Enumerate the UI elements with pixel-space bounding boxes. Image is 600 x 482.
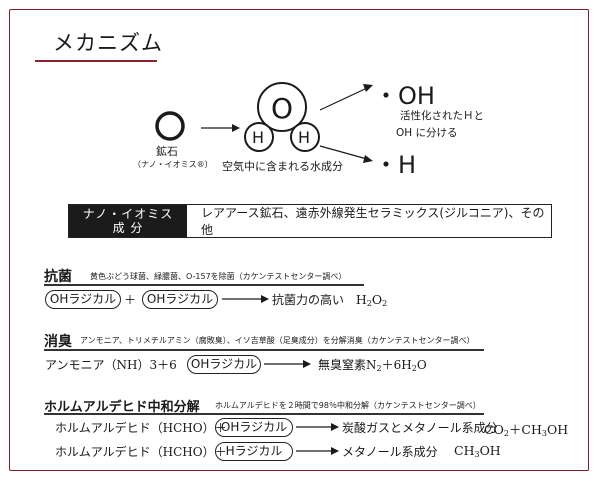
mechanism-diagram bbox=[155, 82, 373, 163]
formaldehyde-row2-formula: CH3OH bbox=[454, 443, 501, 459]
component-table: ナノ・イオミス 成 分 レアアース鉱石、遠赤外線発生セラミックス(ジルコニア)、… bbox=[68, 204, 552, 238]
oh-radical-pill-1: OHラジカル bbox=[45, 290, 121, 309]
antibacterial-arrow bbox=[222, 295, 269, 303]
activation-note-1: 活性化されたＨと bbox=[400, 110, 484, 122]
h2o2-formula: H2O2 bbox=[355, 292, 388, 308]
formaldehyde-note: ホルムアルデヒドを２時間で98％中和分解（カケンテストセンター調べ） bbox=[215, 401, 481, 410]
plus-sign: ＋ bbox=[124, 293, 137, 307]
ore-note: （ナノ・イオミス®） bbox=[133, 160, 213, 169]
water-note: 空気中に含まれる水成分 bbox=[222, 160, 343, 173]
deodorize-note: アンモニア、トリメチルアミン（腐敗臭）、イソ吉草酸（足臭成分）を分解消臭（カケン… bbox=[80, 336, 475, 345]
oh-radical-pill-2: OHラジカル bbox=[142, 290, 218, 309]
h-radical-pill: Hラジカル bbox=[215, 442, 293, 461]
antibacterial-rule bbox=[44, 284, 364, 286]
antibacterial-result: 抗菌力の高い H2O2 bbox=[272, 291, 387, 308]
formaldehyde-heading: ホルムアルデヒド中和分解 bbox=[44, 400, 200, 415]
formaldehyde-row1-arrow bbox=[296, 423, 339, 431]
oh-radical-pill-4: OHラジカル bbox=[215, 418, 293, 437]
oxygen-circle bbox=[257, 82, 307, 132]
arrow-to-oh bbox=[319, 87, 368, 111]
ore-label: 鉱石 bbox=[156, 145, 178, 158]
content-panel bbox=[9, 9, 589, 471]
component-header-line1: ナノ・イオミス bbox=[82, 207, 174, 221]
deodorize-result: 無臭窒素N2＋6H2O bbox=[318, 358, 427, 373]
antibacterial-note: 黄色ぶどう球菌、緑膿菌、O-157を除菌（カケンテストセンター調べ） bbox=[90, 272, 347, 281]
formaldehyde-rule bbox=[44, 413, 484, 415]
deodorize-rule bbox=[44, 349, 484, 351]
deodorize-arrow bbox=[264, 360, 311, 368]
deodorize-heading: 消臭 bbox=[44, 334, 72, 350]
molecule-h1-label: H bbox=[252, 128, 265, 147]
arrow-ore-to-water-head bbox=[232, 124, 240, 132]
hydrogen-circle-right bbox=[290, 122, 320, 152]
activation-note-2: OH に分ける bbox=[396, 127, 458, 139]
formaldehyde-row2-result: メタノール系成分 bbox=[342, 445, 438, 459]
component-table-header: ナノ・イオミス 成 分 bbox=[69, 205, 187, 237]
antibacterial-result-text: 抗菌力の高い bbox=[272, 293, 345, 307]
title-underline bbox=[35, 60, 157, 62]
molecule-h2-label: H bbox=[298, 128, 311, 147]
formaldehyde-row1-formula: CO2＋CH3OH bbox=[484, 422, 569, 438]
antibacterial-heading: 抗菌 bbox=[44, 269, 72, 285]
product-oh: ・OH bbox=[374, 82, 435, 110]
formaldehyde-row1-reactant: ホルムアルデヒド（HCHO）＋ bbox=[55, 421, 227, 435]
arrow-to-h bbox=[319, 145, 368, 160]
formaldehyde-row2-arrow bbox=[296, 447, 339, 455]
deodorize-reactant: アンモニア（NH）3＋6 bbox=[45, 358, 177, 372]
oh-radical-pill-3: OHラジカル bbox=[187, 355, 261, 374]
product-h: ・H bbox=[374, 151, 417, 179]
hydrogen-circle-left bbox=[244, 122, 274, 152]
formaldehyde-row2-reactant: ホルムアルデヒド（HCHO）＋ bbox=[55, 445, 227, 459]
page-title: メカニズム bbox=[53, 31, 163, 55]
component-header-line2: 成 分 bbox=[112, 221, 144, 235]
component-table-value: レアアース鉱石、遠赤外線発生セラミックス(ジルコニア)、その他 bbox=[201, 206, 545, 237]
molecule-o-label: O bbox=[271, 92, 294, 125]
arrow-to-oh-head bbox=[363, 84, 373, 92]
formaldehyde-row1-result: 炭酸ガスとメタノール系成分 bbox=[342, 421, 498, 435]
ore-circle bbox=[155, 111, 185, 141]
arrow-to-h-head bbox=[363, 155, 373, 163]
